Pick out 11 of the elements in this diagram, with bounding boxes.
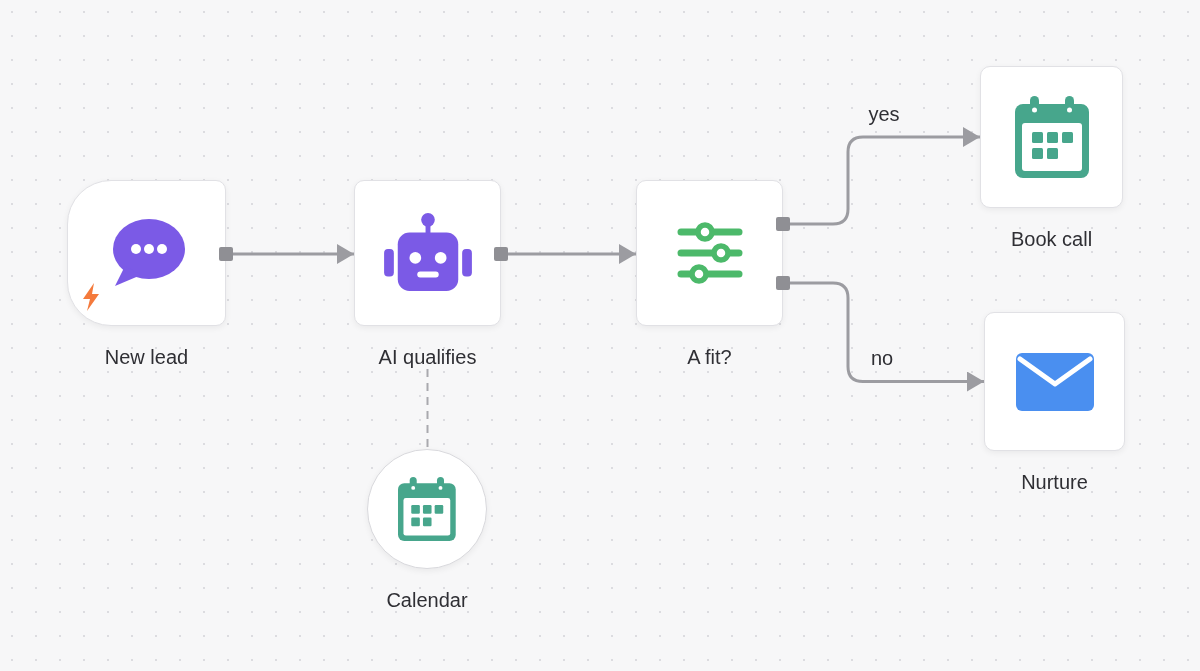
node-label: Calendar xyxy=(386,588,468,612)
node-label: AI qualifies xyxy=(378,345,477,369)
node-label: Nurture xyxy=(1021,470,1088,494)
arrow xyxy=(776,127,980,231)
dashed-connector xyxy=(426,368,429,450)
node-label: Book call xyxy=(1010,227,1093,251)
arrow xyxy=(219,244,354,264)
node-label: A fit? xyxy=(687,345,732,369)
node-label: New lead xyxy=(104,345,189,369)
arrow xyxy=(776,276,984,392)
arrow xyxy=(494,244,636,264)
